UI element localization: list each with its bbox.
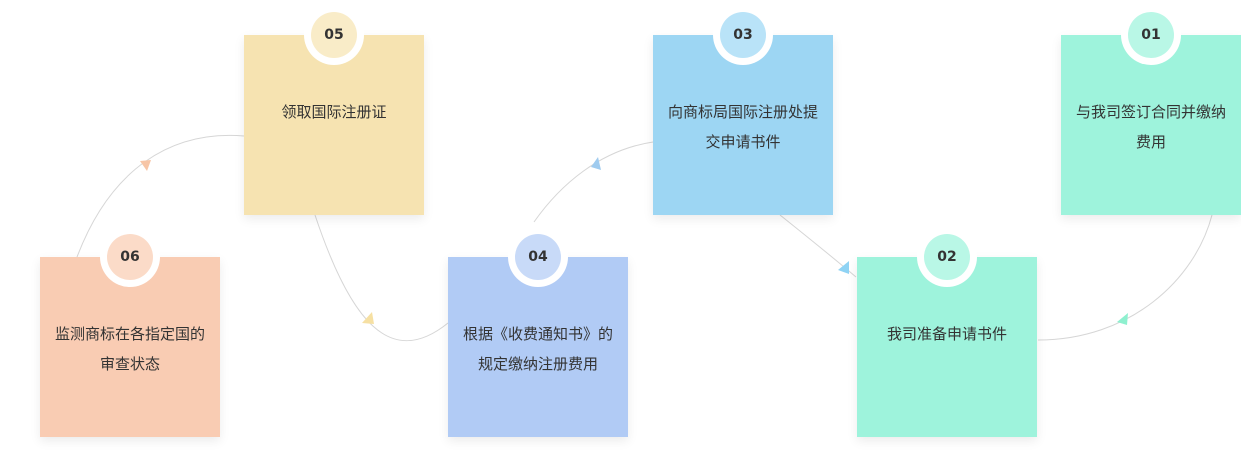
step-06-badge-ring: 06 bbox=[100, 227, 160, 287]
connector-05-06 bbox=[76, 134, 245, 258]
step-03-card bbox=[653, 35, 833, 215]
step-02-badge-ring: 02 bbox=[917, 227, 977, 287]
arrowhead-02-03 bbox=[838, 261, 849, 274]
step-06: 06 监测商标在各指定国的审查状态 bbox=[40, 227, 220, 437]
step-05-card bbox=[244, 35, 424, 215]
step-06-number-badge: 06 bbox=[107, 234, 153, 280]
step-02-card bbox=[857, 257, 1037, 437]
arrowhead-03-04 bbox=[591, 157, 601, 170]
arrowhead-04-05 bbox=[362, 312, 374, 324]
step-03-text: 向商标局国际注册处提交申请书件 bbox=[667, 103, 818, 151]
step-06-card bbox=[40, 257, 220, 437]
arrowhead-01-02 bbox=[1117, 313, 1128, 325]
step-01-text: 与我司签订合同并缴纳费用 bbox=[1075, 103, 1226, 151]
step-05-text: 领取国际注册证 bbox=[281, 103, 387, 121]
step-04-badge-ring: 04 bbox=[508, 227, 568, 287]
step-04-text: 根据《收费通知书》的规定缴纳注册费用 bbox=[462, 325, 613, 373]
step-04-card bbox=[448, 257, 628, 437]
step-06-text: 监测商标在各指定国的审查状态 bbox=[54, 325, 205, 373]
step-01-number-badge: 01 bbox=[1128, 12, 1174, 58]
step-03-number-badge: 03 bbox=[720, 12, 766, 58]
step-02-text: 我司准备申请书件 bbox=[886, 325, 1007, 343]
arrowhead-05-06 bbox=[140, 160, 151, 171]
step-03: 03 向商标局国际注册处提交申请书件 bbox=[653, 5, 833, 215]
step-02: 02 我司准备申请书件 bbox=[857, 227, 1037, 437]
step-04-number-badge: 04 bbox=[515, 234, 561, 280]
connector-04-05 bbox=[314, 214, 449, 342]
step-05: 05 领取国际注册证 bbox=[244, 5, 424, 215]
step-04: 04 根据《收费通知书》的规定缴纳注册费用 bbox=[448, 227, 628, 437]
step-05-number-badge: 05 bbox=[311, 12, 357, 58]
step-01: 01 与我司签订合同并缴纳费用 bbox=[1061, 5, 1241, 215]
step-03-badge-ring: 03 bbox=[713, 5, 773, 65]
step-02-number-badge: 02 bbox=[924, 234, 970, 280]
connector-03-04 bbox=[533, 141, 654, 223]
step-05-badge-ring: 05 bbox=[304, 5, 364, 65]
connector-01-02 bbox=[1037, 214, 1213, 341]
step-01-card bbox=[1061, 35, 1241, 215]
step-01-badge-ring: 01 bbox=[1121, 5, 1181, 65]
